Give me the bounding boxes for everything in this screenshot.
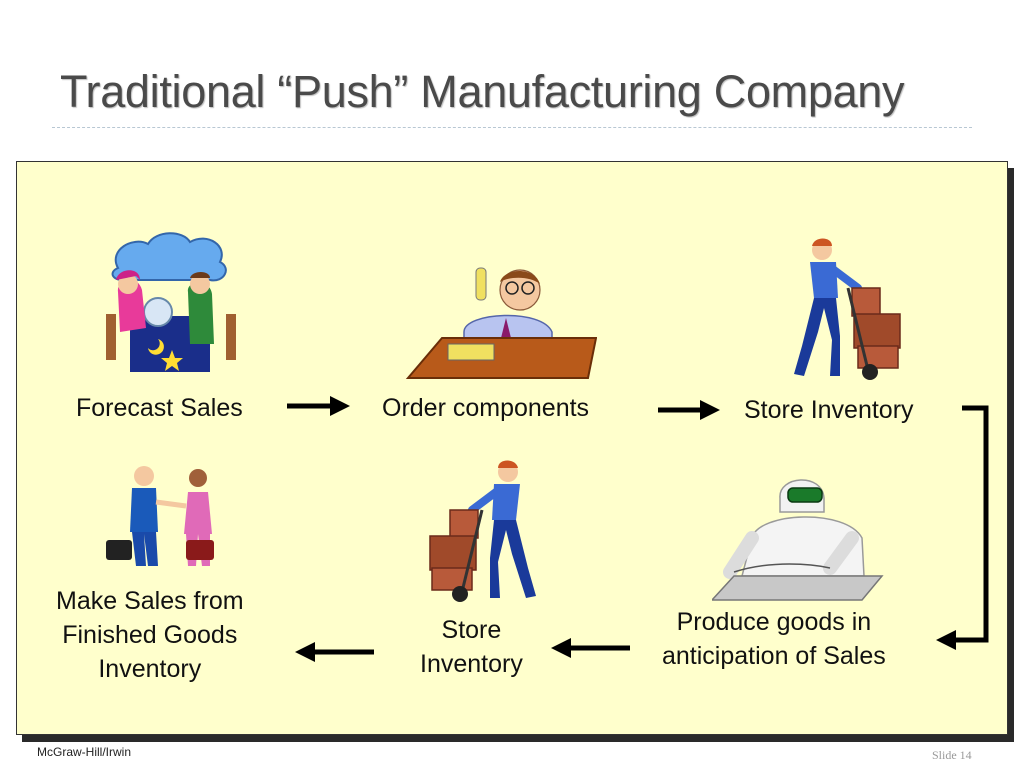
step-make-sales: Make Sales from Finished Goods Inventory (56, 584, 244, 686)
step-produce-line-2: anticipation of Sales (662, 642, 886, 670)
step-sales-line-1: Make Sales from (56, 587, 244, 615)
arrow-store-to-produce (936, 405, 989, 650)
step-sales-line-2: Finished Goods (62, 621, 238, 649)
step-produce-line-1: Produce goods in (676, 608, 872, 636)
step-store-inventory-1: Store Inventory (744, 396, 914, 424)
handshake-icon (106, 466, 214, 566)
title-divider (52, 127, 972, 128)
footer-publisher: McGraw-Hill/Irwin (37, 745, 131, 759)
step-order-components: Order components (382, 394, 590, 422)
step-sales-line-3: Inventory (98, 655, 202, 683)
step-store-inventory-2: Store Inventory (420, 613, 523, 681)
cleanroom-worker-icon (712, 479, 884, 601)
step-produce-goods: Produce goods in anticipation of Sales (662, 605, 886, 673)
footer-slide-number: Slide 14 (932, 748, 972, 762)
step-store-line-2: Inventory (420, 650, 523, 678)
slide-title: Traditional “Push” Manufacturing Company (60, 66, 905, 117)
fortune-teller-icon (106, 232, 236, 372)
hand-truck-worker-icon (429, 460, 536, 602)
phone-order-icon (405, 267, 597, 379)
hand-truck-worker-icon (794, 238, 901, 380)
step-store-line-1: Store (441, 616, 502, 644)
step-forecast-sales: Forecast Sales (76, 394, 243, 422)
